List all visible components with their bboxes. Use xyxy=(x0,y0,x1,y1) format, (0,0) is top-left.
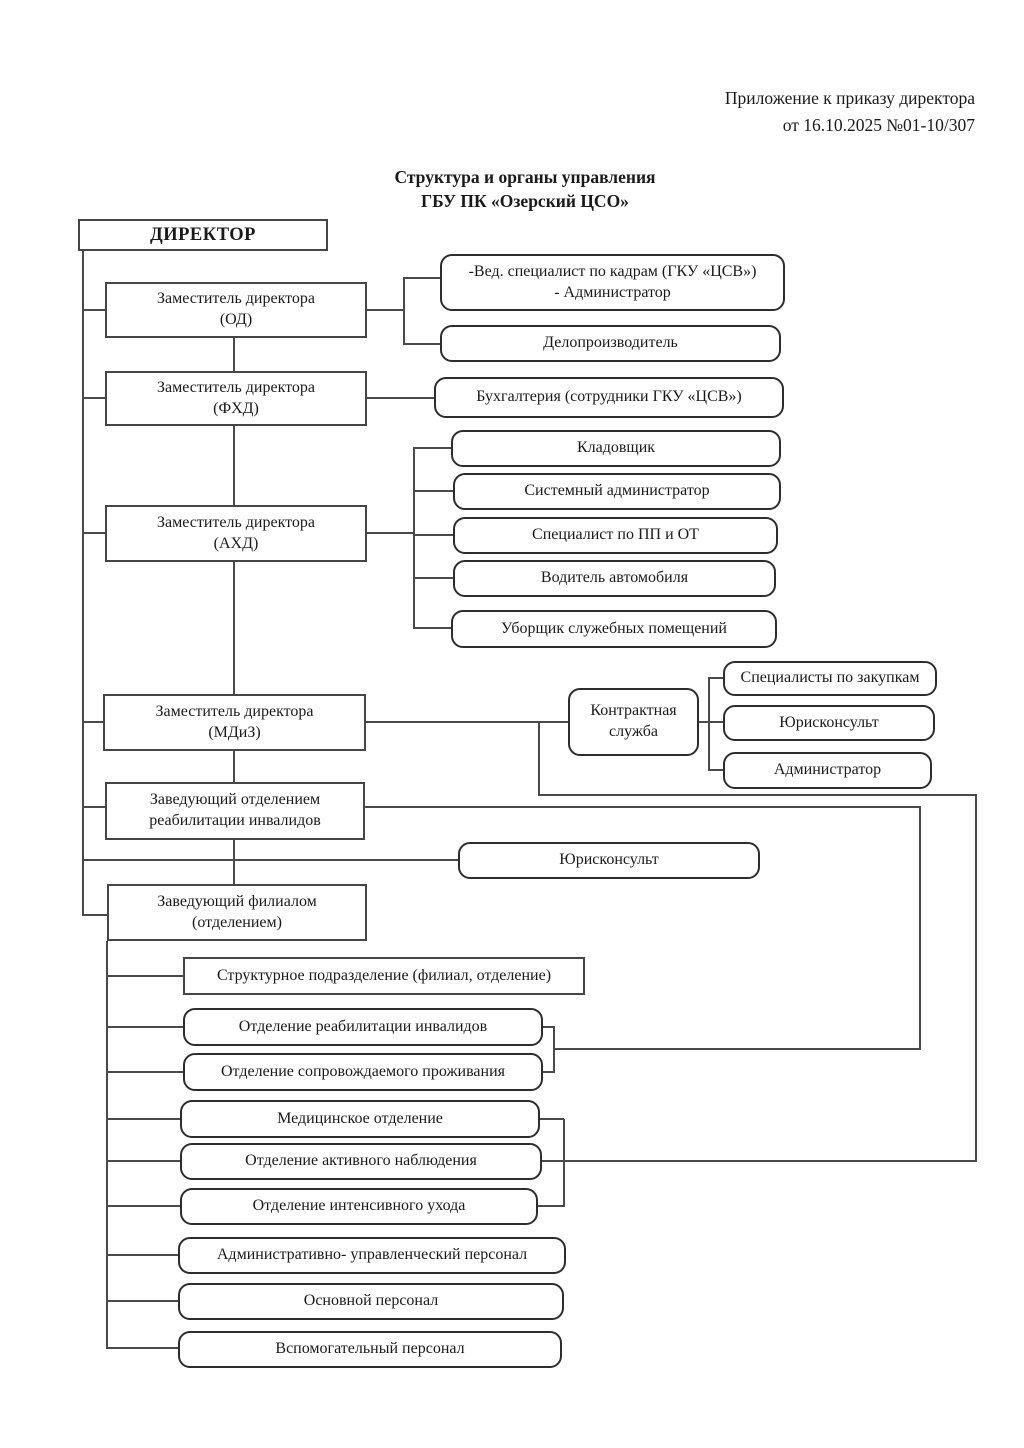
connector-chain-zav-filial xyxy=(233,840,235,885)
node-deputy-mdiz: Заместитель директора (МДиЗ) xyxy=(103,694,366,751)
connector-stub-zav-filial xyxy=(82,914,107,916)
connector-kadry-stub xyxy=(403,277,440,279)
connector-inner-bottom xyxy=(553,1048,921,1050)
connector-stub-zav-otdel xyxy=(82,806,105,808)
node-otd-intensivnogo: Отделение интенсивного ухода xyxy=(180,1188,538,1225)
node-vspomogat-personal: Вспомогательный персонал xyxy=(178,1331,562,1368)
node-zav-otdel-reabil: Заведующий отделением реабилитации инвал… xyxy=(105,782,365,840)
connector-stub-od xyxy=(82,309,105,311)
node-osnovnoy-personal: Основной персонал xyxy=(178,1283,564,1320)
node-zav-filial: Заведующий филиалом (отделением) xyxy=(107,884,367,941)
page-title: Структура и органы управления ГБУ ПК «Оз… xyxy=(394,167,656,211)
connector-ahd-bracket xyxy=(413,448,415,629)
node-sysadmin: Системный администратор xyxy=(453,473,781,510)
node-director: ДИРЕКТОР xyxy=(78,219,328,251)
connector-ppot-stub xyxy=(413,534,453,536)
node-otd-soprovozhd: Отделение сопровождаемого проживания xyxy=(183,1053,543,1091)
node-deputy-od: Заместитель директора (ОД) xyxy=(105,282,367,338)
node-hr-specialist: -Вед. специалист по кадрам (ГКУ «ЦСВ») -… xyxy=(440,254,785,311)
connector-osnovnoy-stub xyxy=(106,1300,178,1302)
connector-voditel-stub xyxy=(413,577,453,579)
connector-stub-mdiz xyxy=(82,721,103,723)
node-deputy-ahd: Заместитель директора (АХД) xyxy=(105,505,367,562)
connector-kontrakt-bracket xyxy=(708,678,710,770)
connector-med-bracket xyxy=(563,1119,565,1207)
node-deputy-fhd: Заместитель директора (ФХД) xyxy=(105,371,367,426)
node-buhgalteria: Бухгалтерия (сотрудники ГКУ «ЦСВ») xyxy=(434,377,784,418)
connector-right-inner xyxy=(919,806,921,1049)
node-otd-aktivnogo: Отделение активного наблюдения xyxy=(180,1143,542,1180)
connector-delo-stub xyxy=(403,343,440,345)
connector-administrator-stub xyxy=(708,769,723,771)
connector-inner-top xyxy=(365,806,921,808)
connector-intensiv-stub xyxy=(538,1205,564,1207)
connector-kontrakt-right xyxy=(699,721,723,723)
connector-zakupki-stub xyxy=(708,677,723,679)
connector-ahd-right xyxy=(367,532,415,534)
connector-mdiz-kontrakt xyxy=(366,721,568,723)
connector-med-stub xyxy=(540,1118,564,1120)
connector-od-right xyxy=(367,309,405,311)
connector-reabil-left-stub xyxy=(106,1026,183,1028)
connector-right-outer xyxy=(975,794,977,1162)
connector-uborshchik-stub xyxy=(413,627,451,629)
node-pp-ot-specialist: Специалист по ПП и ОТ xyxy=(453,517,778,554)
connector-med-left-stub xyxy=(106,1118,180,1120)
node-admin-personal: Административно- управленческий персонал xyxy=(178,1237,566,1274)
connector-aktivnogo-left-stub xyxy=(106,1160,180,1162)
node-voditel: Водитель автомобиля xyxy=(453,560,776,597)
connector-outer-bottom xyxy=(542,1160,975,1162)
connector-admin-pers-stub xyxy=(106,1254,178,1256)
connector-left-spine xyxy=(82,250,84,916)
connector-soprovozhd-left-stub xyxy=(106,1071,183,1073)
node-kontraktnaya-sluzhba: Контрактная служба xyxy=(568,688,699,756)
connector-sysadmin-stub xyxy=(413,490,453,492)
node-med-otdelenie: Медицинское отделение xyxy=(180,1100,540,1138)
node-zakupki: Специалисты по закупкам xyxy=(723,661,937,696)
connector-intensiv-left-stub xyxy=(106,1205,180,1207)
connector-bottom-spine xyxy=(106,941,108,1349)
connector-soprovozhd-stub xyxy=(543,1071,555,1073)
appendix-note: Приложение к приказу директора от 16.10.… xyxy=(724,88,975,136)
connector-stub-ahd xyxy=(82,532,105,534)
node-yuriskonsult-2: Юрисконсульт xyxy=(458,842,760,879)
connector-chain-fhd-ahd xyxy=(233,426,235,506)
node-uborshchik: Уборщик служебных помещений xyxy=(451,610,777,648)
connector-chain-od-fhd xyxy=(233,338,235,372)
connector-outer-top xyxy=(538,794,977,796)
connector-fhd-right xyxy=(367,397,434,399)
node-kladovshchik: Кладовщик xyxy=(451,430,781,467)
connector-otd-reabil-stub xyxy=(543,1026,555,1028)
node-yuriskonsult-1: Юрисконсульт xyxy=(723,705,935,741)
connector-yurist2-line xyxy=(82,859,458,861)
connector-stub-fhd xyxy=(82,397,105,399)
connector-strukt-stub xyxy=(106,975,183,977)
node-strukt-podrazdelenie: Структурное подразделение (филиал, отдел… xyxy=(183,957,585,995)
node-administrator: Администратор xyxy=(723,752,932,789)
connector-mdiz-branch xyxy=(538,722,540,794)
connector-chain-ahd-mdiz xyxy=(233,562,235,694)
node-otd-reabil: Отделение реабилитации инвалидов xyxy=(183,1008,543,1046)
connector-chain-mdiz-zav xyxy=(233,751,235,783)
node-deloproizvoditel: Делопроизводитель xyxy=(440,325,781,362)
connector-vspomogat-stub xyxy=(106,1347,178,1349)
connector-kladovshchik-stub xyxy=(413,447,451,449)
